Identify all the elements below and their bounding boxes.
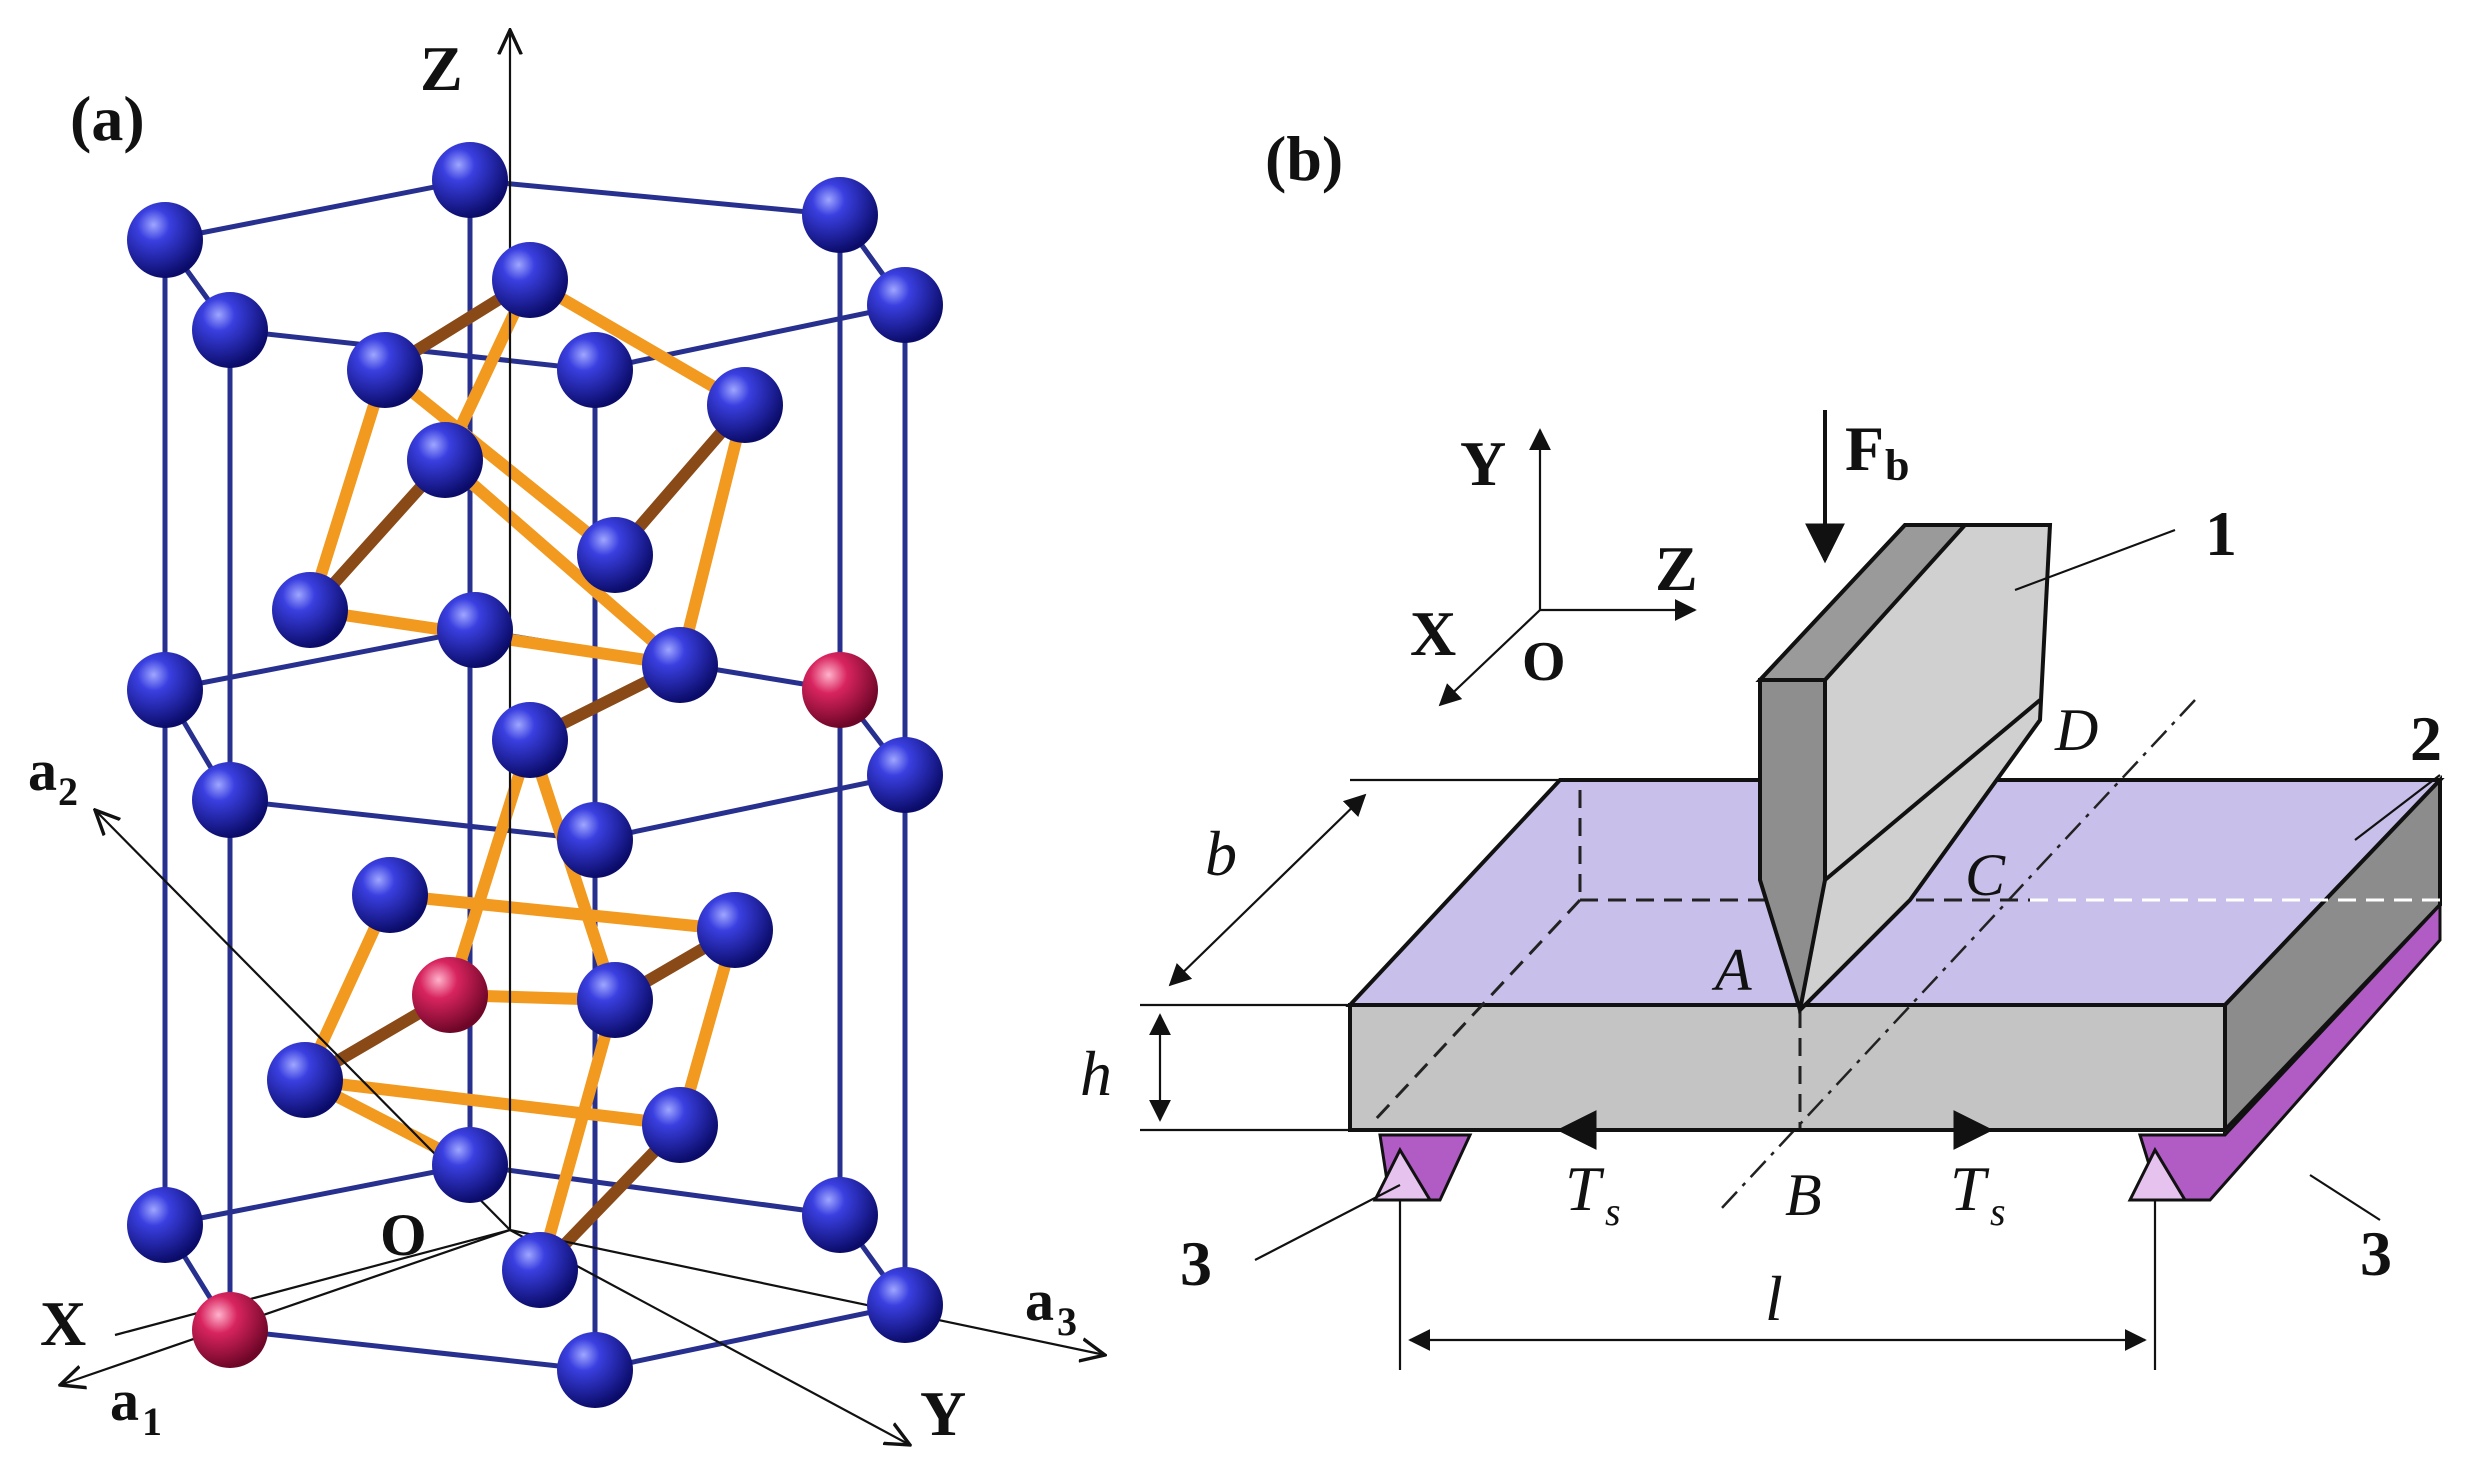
center-line <box>1719 699 2196 1211</box>
a1-label: a 1 <box>110 1368 162 1444</box>
specimen-front-face <box>1348 1003 2227 1132</box>
point-c-label: C <box>1965 842 2006 908</box>
tension-right-label: T <box>1950 1153 1990 1224</box>
atom <box>502 1232 578 1308</box>
force-label: F <box>1845 413 1884 484</box>
atom <box>352 857 428 933</box>
atom <box>127 652 203 728</box>
svg-text:3: 3 <box>1057 1299 1077 1344</box>
panel-a-label: (a) <box>70 83 145 154</box>
atom <box>272 572 348 648</box>
point-d-label: D <box>2054 697 2098 763</box>
dimension-h: h <box>1080 1013 1350 1132</box>
part-3-right-label: 3 <box>2360 1218 2392 1289</box>
force-arrow: F b <box>1805 410 1909 564</box>
indenter-top-face <box>1755 523 1970 682</box>
tension-left-subscript: s <box>1605 1189 1621 1234</box>
dimension-b: b <box>1140 778 1560 1007</box>
x-axis <box>1438 609 1541 707</box>
atom <box>432 142 508 218</box>
atom <box>642 627 718 703</box>
panel-b-label: (b) <box>1265 123 1343 194</box>
part-2-label: 2 <box>2410 703 2442 774</box>
a3-vector <box>509 1228 1105 1355</box>
atom <box>437 592 513 668</box>
svg-text:a: a <box>1025 1268 1054 1333</box>
a2-label: a 2 <box>28 738 78 814</box>
z-axis-label: Z <box>420 33 463 104</box>
part-callouts: 1 2 3 3 <box>1180 498 2442 1299</box>
y-axis-label: Y <box>1460 428 1506 499</box>
atom <box>127 1187 203 1263</box>
atom <box>492 702 568 778</box>
part-1-label: 1 <box>2205 498 2237 569</box>
atom <box>707 367 783 443</box>
b-label: b <box>1205 818 1237 889</box>
indenter <box>1755 523 2053 1015</box>
l-label: l <box>1765 1263 1783 1334</box>
atom <box>867 1267 943 1343</box>
point-b-label: B <box>1785 1162 1822 1228</box>
atom <box>802 177 878 253</box>
atom <box>577 517 653 593</box>
atom-highlighted <box>192 1292 268 1368</box>
atom <box>347 332 423 408</box>
svg-text:a: a <box>28 738 57 803</box>
atom <box>697 892 773 968</box>
atom <box>642 1087 718 1163</box>
a3-label: a 3 <box>1025 1268 1077 1344</box>
atom <box>802 1177 878 1253</box>
a1-vector <box>114 1228 511 1337</box>
atom <box>577 962 653 1038</box>
atom-highlighted <box>802 652 878 728</box>
atom <box>867 737 943 813</box>
atom <box>557 802 633 878</box>
point-a-label: A <box>1711 937 1752 1003</box>
atom <box>407 422 483 498</box>
svg-text:1: 1 <box>142 1399 162 1444</box>
panel-a-hcp-lattice: (a) Z O X Y a 2 a 1 a 3 <box>28 30 1105 1449</box>
atom <box>267 1042 343 1118</box>
part-3-left-label: 3 <box>1180 1228 1212 1299</box>
atom <box>492 242 568 318</box>
atom <box>192 292 268 368</box>
y-axis-label: Y <box>920 1378 966 1449</box>
atom <box>127 202 203 278</box>
x-axis-label: X <box>40 1288 86 1359</box>
atom <box>557 332 633 408</box>
h-label: h <box>1080 1038 1112 1109</box>
tension-right-subscript: s <box>1990 1189 2006 1234</box>
force-subscript: b <box>1885 441 1909 490</box>
atoms <box>127 142 943 1408</box>
panel-b-bending-setup: (b) Y Z X O <box>1080 123 2445 1370</box>
tension-left-label: T <box>1565 1153 1605 1224</box>
x-axis <box>60 1228 511 1385</box>
z-axis-label: Z <box>1655 533 1698 604</box>
atom <box>432 1127 508 1203</box>
atom <box>192 762 268 838</box>
origin-label: O <box>380 1202 427 1268</box>
origin-label: O <box>1522 631 1566 693</box>
atom <box>867 267 943 343</box>
svg-text:a: a <box>110 1368 139 1433</box>
atom <box>557 1332 633 1408</box>
tension-arrows: T s T s <box>1556 1110 2006 1234</box>
panel-b-axes: Y Z X O <box>1410 428 1698 707</box>
svg-text:2: 2 <box>58 769 78 814</box>
x-axis-label: X <box>1410 598 1456 669</box>
atom-highlighted <box>412 957 488 1033</box>
supports <box>1372 901 2442 1202</box>
dimension-l: l <box>1398 1200 2157 1370</box>
